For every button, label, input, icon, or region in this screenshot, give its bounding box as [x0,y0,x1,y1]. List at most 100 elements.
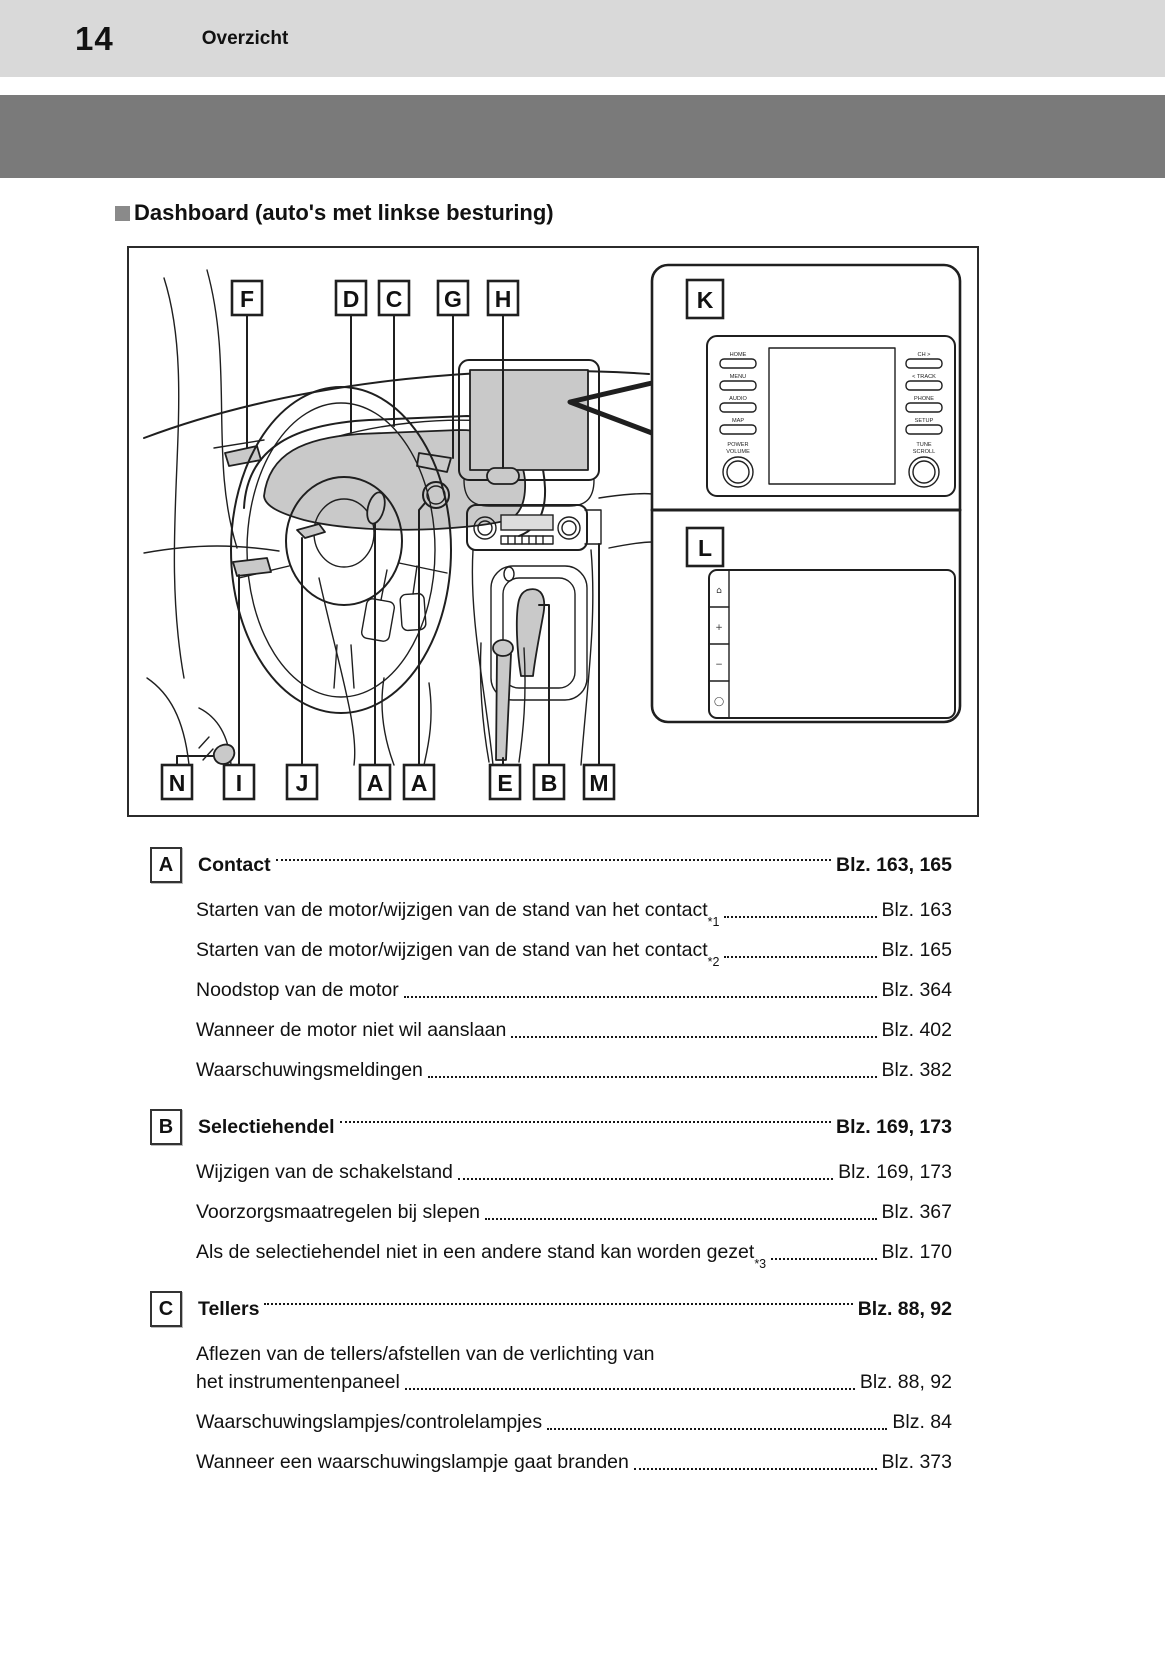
diagram-label-E: E [497,770,512,796]
plus-icon: + [715,623,723,633]
audio-button-setup: SETUP [915,418,934,424]
entry-pages: Blz. 165 [881,939,952,961]
section-letter-badge: C [150,1291,182,1327]
diagram-label-G: G [444,286,462,312]
entry-text: Als de selectiehendel niet in een andere… [196,1241,755,1263]
index-entry: Wanneer een waarschuwingslampje gaat bra… [196,1449,952,1475]
diagram-label-A1: A [367,770,384,796]
dot-leader [633,1468,877,1470]
diagram-label-J: J [296,770,309,796]
dot-leader [403,996,877,998]
entry-text: Noodstop van de motor [196,979,399,1001]
dot-leader [264,1303,853,1305]
dashboard-diagram: K HOME MENU AUDIO MAP POWER VOLUME CH > [127,246,979,817]
chapter-title: Overzicht [201,27,289,49]
callout-pointer [567,380,655,436]
index-section-selectiehendel: B Selectiehendel Blz. 169, 173 Wijzigen … [150,1109,952,1271]
release-handle [198,736,236,765]
section-title: Contact [198,854,271,876]
dot-leader [511,1036,877,1038]
entry-pages: Blz. 88, 92 [859,1371,952,1393]
pedals [360,565,427,642]
aux-socket-bracket [584,509,602,545]
parking-brake-lever [479,639,526,763]
audio-button-track: < TRACK [912,374,936,380]
callout-box [650,263,962,724]
index-entry: Als de selectiehendel niet in een andere… [196,1241,952,1271]
section-title: Tellers [198,1298,260,1320]
dot-leader [427,1076,877,1078]
diagram-label-M: M [589,770,608,796]
ignition-key-cylinder [366,491,386,525]
section-heading: Dashboard (auto's met linkse besturing) [115,200,1165,226]
page-header: 14 Overzicht [0,0,1165,77]
section-header: C Tellers Blz. 88, 92 [150,1291,952,1327]
dot-leader [457,1178,834,1180]
section-pages: Blz. 169, 173 [836,1116,952,1138]
audio-button-phone: PHONE [914,396,934,402]
index-entry: Starten van de motor/wijzigen van de sta… [196,899,952,929]
section-heading-text: Dashboard (auto's met linkse besturing) [134,200,554,225]
diagram-label-N: N [169,770,186,796]
entry-text: Wanneer de motor niet wil aanslaan [196,1019,507,1041]
dot-leader [547,1428,888,1430]
entry-text: Waarschuwingslampjes/controlelampjes [196,1411,543,1433]
index-entry: het instrumentenpaneel Blz. 88, 92 [196,1369,952,1395]
entry-pages: Blz. 163 [881,899,952,921]
entry-text-line1: Aflezen van de tellers/afstellen van de … [196,1343,655,1365]
diagram-label-B: B [541,770,558,796]
dot-leader [485,1218,877,1220]
entry-pages: Blz. 364 [881,979,952,1001]
instrument-panel-switch [232,557,272,577]
page-number: 14 [75,19,114,57]
section-pages: Blz. 163, 165 [836,854,952,876]
dot-leader [724,956,877,958]
audio-knob-power-label-2: VOLUME [726,449,750,455]
dot-leader [275,859,831,861]
audio-knob-power-label-1: POWER [727,442,748,448]
index-section-tellers: C Tellers Blz. 88, 92 Aflezen van de tel… [150,1291,952,1475]
section-pages: Blz. 88, 92 [857,1298,952,1320]
entry-text: het instrumentenpaneel [196,1371,400,1393]
entry-text: Waarschuwingsmeldingen [196,1059,423,1081]
section-letter-badge: B [150,1109,182,1145]
audio-panel: K HOME MENU AUDIO MAP POWER VOLUME CH > [685,278,956,497]
home-icon: ⌂ [716,586,722,596]
diagram-label-I: I [236,770,242,796]
diagram-label-K: K [697,287,714,313]
rear-display-panel: L ⌂ + − ◯ [685,526,956,719]
gear-shifter [515,588,546,677]
audio-button-audio: AUDIO [729,396,747,402]
audio-knob-tune-label-1: TUNE [916,442,931,448]
engine-start-switch [422,481,450,509]
entry-pages: Blz. 373 [881,1451,952,1473]
diagram-bottom-labels: N I J A A E B M [160,763,616,801]
entry-text: Wijzigen van de schakelstand [196,1161,453,1183]
audio-knob-tune-label-2: SCROLL [913,449,935,455]
section-header: A Contact Blz. 163, 165 [150,847,952,883]
diagram-label-L: L [698,535,712,561]
section-letter-badge: A [150,847,182,883]
multimedia-display [458,359,600,507]
dot-leader [339,1121,831,1123]
entry-text: Wanneer een waarschuwingslampje gaat bra… [196,1451,629,1473]
index-entry: Waarschuwingsmeldingen Blz. 382 [196,1057,952,1083]
audio-button-menu: MENU [730,374,746,380]
index-list: A Contact Blz. 163, 165 Starten van de m… [150,847,952,1475]
section-title: Selectiehendel [198,1116,335,1138]
entry-text: Voorzorgsmaatregelen bij slepen [196,1201,481,1223]
index-section-contact: A Contact Blz. 163, 165 Starten van de m… [150,847,952,1083]
audio-button-ch: CH > [918,352,931,358]
entry-pages: Blz. 402 [881,1019,952,1041]
center-console [471,549,594,766]
index-entry: Voorzorgsmaatregelen bij slepen Blz. 367 [196,1199,952,1225]
climate-controls [466,504,588,551]
steering-adjust-lever [296,523,326,539]
index-entry: Wanneer de motor niet wil aanslaan Blz. … [196,1017,952,1043]
diagram-label-F: F [240,286,254,312]
minus-icon: − [715,660,723,670]
index-entry: Noodstop van de motor Blz. 364 [196,977,952,1003]
power-icon: ◯ [714,697,724,707]
dot-leader [724,916,877,918]
